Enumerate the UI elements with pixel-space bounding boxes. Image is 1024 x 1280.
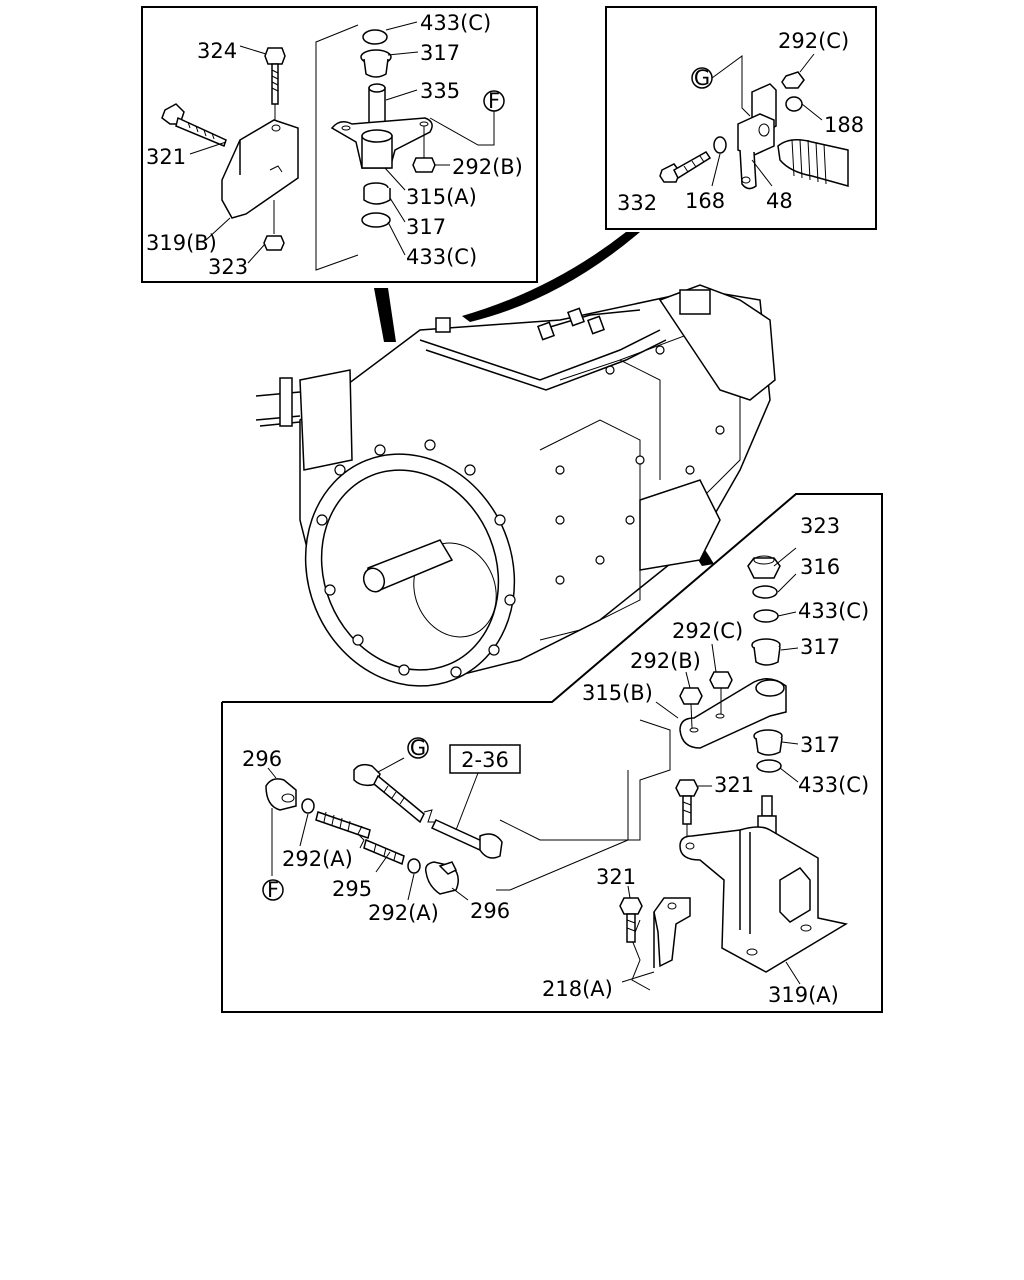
bracket-319b [221, 119, 299, 219]
nut-292a-b [407, 858, 421, 874]
callout-323: 323 [208, 255, 248, 279]
callout-324: 324 [197, 39, 237, 63]
detail-panel-top-right: G [605, 6, 877, 230]
ref-circle-f-top: F [429, 89, 505, 146]
callout-317-b: 317 [800, 733, 840, 757]
svg-text:F: F [267, 878, 279, 902]
bracket-319a [679, 826, 849, 973]
callout-292c: 292(C) [778, 29, 849, 53]
bushing-317-b [753, 729, 783, 756]
svg-text:G: G [410, 736, 426, 760]
callout-48: 48 [766, 189, 793, 213]
leaders-top-left [189, 21, 450, 264]
callout-332: 332 [617, 191, 657, 215]
bolt-324 [264, 47, 286, 126]
callout-292c-b: 292(C) [672, 619, 743, 643]
bushing-317-top [360, 49, 392, 78]
transmission-assembly [255, 284, 776, 687]
callout-317-bot: 317 [406, 215, 446, 239]
bolt-332 [659, 151, 712, 183]
callout-319b: 319(B) [146, 231, 217, 255]
nut-292b [412, 126, 436, 173]
detail-panel-bottom: G F 2-36 [221, 493, 883, 1013]
callout-317-top: 317 [420, 41, 460, 65]
callout-433c-top: 433(C) [420, 11, 491, 35]
ball-joint-296-a [265, 778, 297, 876]
callout-315a: 315(A) [406, 185, 477, 209]
ball-joint-296-b [424, 861, 459, 895]
pipe-335 [368, 83, 386, 139]
callout-296-b: 296 [470, 899, 510, 923]
callout-323-b: 323 [800, 514, 840, 538]
callout-433c-bot: 433(C) [406, 245, 477, 269]
washer-433c-b [756, 759, 782, 773]
nut-292b-bottom [679, 687, 703, 705]
callout-295: 295 [332, 877, 372, 901]
ref-circle-g-top: G [691, 55, 751, 117]
leaders-bottom [267, 547, 801, 985]
callout-321-a: 321 [714, 773, 754, 797]
callout-168: 168 [685, 189, 725, 213]
cable-end [777, 139, 849, 187]
lever-315b [679, 678, 787, 749]
bolt-321 [161, 103, 227, 148]
svg-text:G: G [694, 66, 710, 90]
nut-292c-top [781, 71, 805, 89]
washer-188 [785, 96, 803, 112]
nut-323-bottom [747, 555, 781, 579]
callout-319a: 319(A) [768, 983, 839, 1007]
washer-433c-bot [361, 212, 391, 228]
callout-292b-b: 292(B) [630, 649, 701, 673]
callout-292a-b: 292(A) [368, 901, 439, 925]
nut-292c-bottom [709, 671, 733, 689]
callout-292a-a: 292(A) [282, 847, 353, 871]
svg-text:2-36: 2-36 [461, 748, 509, 772]
bracket-218a [653, 897, 691, 968]
callout-292b: 292(B) [452, 155, 523, 179]
ref-box-2-36: 2-36 [449, 744, 521, 831]
callout-335: 335 [420, 79, 460, 103]
bolt-321-b [619, 897, 643, 943]
callout-218a: 218(A) [542, 977, 613, 1001]
callout-321-b: 321 [596, 865, 636, 889]
shift-cable [353, 757, 503, 859]
washer-433c-a [753, 609, 779, 623]
callout-188: 188 [824, 113, 864, 137]
callout-433c-b: 433(C) [798, 773, 869, 797]
bushing-317-a [751, 638, 781, 666]
bolt-321-a [675, 779, 699, 842]
washer-316 [752, 585, 778, 599]
ref-circle-g-bottom: G [407, 736, 429, 760]
bushing-317-bot [363, 182, 391, 205]
ref-circle-f-bottom: F [262, 878, 284, 902]
callout-433c-a: 433(C) [798, 599, 869, 623]
callout-321: 321 [146, 145, 186, 169]
cable-bracket [737, 83, 777, 190]
callout-296-a: 296 [242, 747, 282, 771]
svg-text:F: F [488, 89, 500, 113]
detail-panel-top-left: F 433(C) 317 335 324 321 292(B) 315(A) 3… [141, 6, 538, 283]
callout-317-a: 317 [800, 635, 840, 659]
nut-323 [263, 200, 285, 251]
washer-168 [713, 136, 727, 154]
callout-315b: 315(B) [582, 681, 653, 705]
leaders-top-right [711, 53, 823, 187]
rod-295 [315, 811, 405, 866]
washer-433c-top [362, 29, 388, 45]
nut-292a-a [301, 798, 315, 814]
callout-316: 316 [800, 555, 840, 579]
